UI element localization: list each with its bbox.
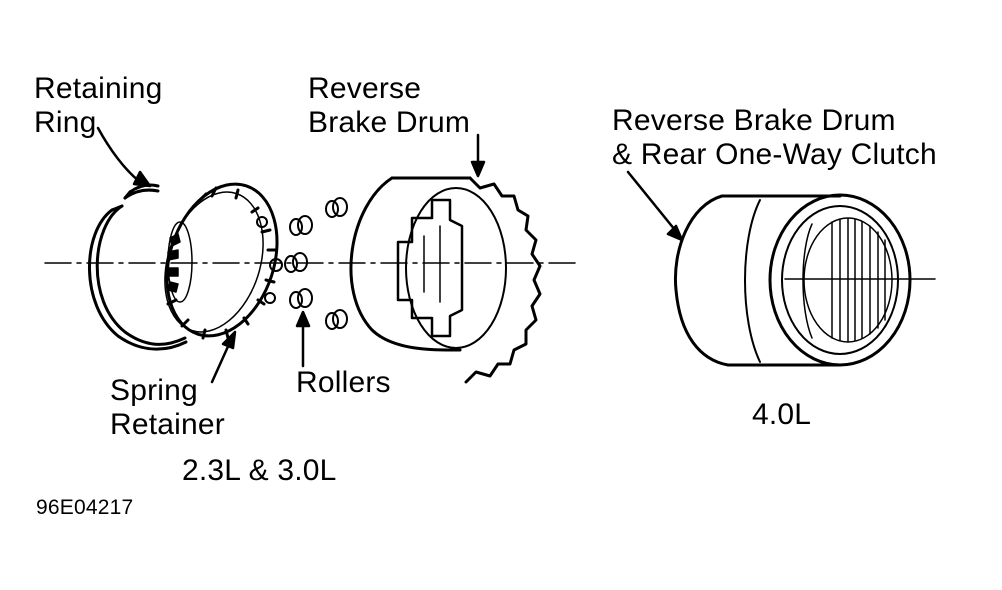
- clutch-sprag-ring: [803, 217, 893, 343]
- roller: [325, 312, 339, 330]
- rollers: [284, 197, 348, 330]
- roller: [325, 200, 339, 218]
- reverse-brake-drum-clutch: [673, 193, 912, 367]
- retaining-ring: [88, 183, 188, 351]
- roller: [289, 291, 303, 309]
- roller: [332, 197, 348, 217]
- roller: [297, 215, 313, 235]
- roller: [332, 309, 348, 329]
- spring-retainer: [164, 182, 283, 340]
- retaining-ring-label: Retaining Ring: [34, 72, 163, 139]
- variant-large-label: 4.0L: [752, 398, 812, 431]
- reverse-brake-drum: [349, 176, 542, 384]
- spring-retainer-label: Spring Retainer: [110, 374, 225, 441]
- figure-code-label: 96E04217: [36, 496, 134, 519]
- roller: [284, 255, 298, 273]
- leader-arrows: [96, 126, 684, 384]
- roller: [292, 252, 308, 272]
- variant-small-label: 2.3L & 3.0L: [182, 454, 337, 487]
- roller: [289, 218, 303, 236]
- reverse-brake-drum-clutch-label: Reverse Brake Drum & Rear One-Way Clutch: [612, 104, 937, 171]
- rollers-label: Rollers: [296, 366, 391, 399]
- roller: [297, 288, 313, 308]
- reverse-brake-drum-label: Reverse Brake Drum: [308, 72, 471, 139]
